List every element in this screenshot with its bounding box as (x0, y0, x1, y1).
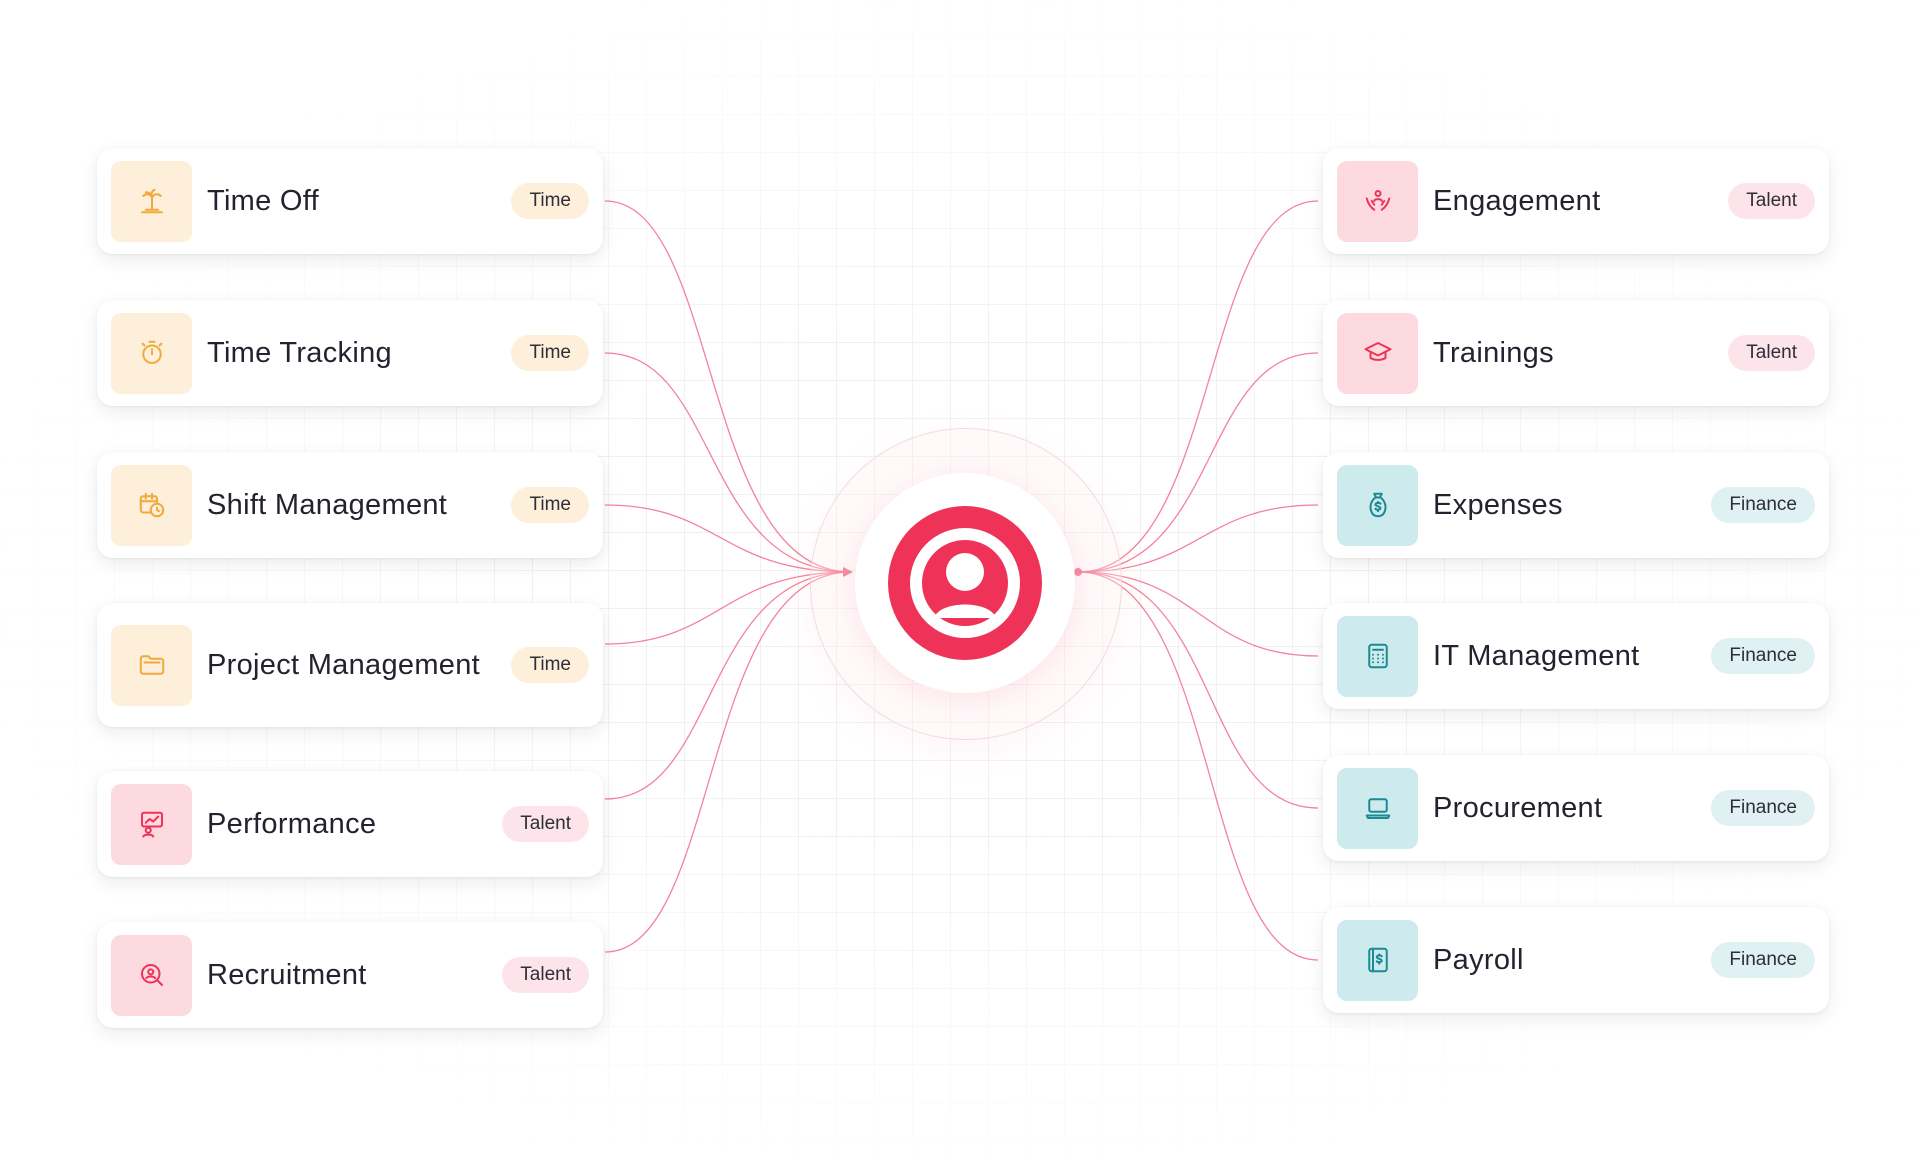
icon-tile (1337, 160, 1418, 242)
graduation-cap-icon (1364, 342, 1391, 361)
icon-tile (1337, 919, 1418, 1001)
icon-tile (111, 312, 192, 394)
module-card-time-tracking[interactable]: Time Tracking Time (97, 300, 603, 406)
category-badge: Talent (502, 806, 589, 842)
calculator-icon (1367, 643, 1388, 669)
module-card-performance[interactable]: Performance Talent (97, 771, 603, 877)
module-card-trainings[interactable]: Trainings Talent (1323, 300, 1829, 406)
connector-trainings (1077, 352, 1319, 573)
module-label: Time Off (207, 185, 319, 217)
module-label: Time Tracking (207, 337, 392, 369)
icon-tile (1337, 464, 1418, 546)
icon-tile (1337, 767, 1418, 849)
module-card-recruitment[interactable]: Recruitment Talent (97, 922, 603, 1028)
category-badge: Talent (502, 957, 589, 993)
people-hands-icon (1365, 190, 1390, 211)
module-card-shift-management[interactable]: Shift Management Time (97, 452, 603, 558)
icon-tile (111, 624, 192, 706)
connector-recruitment (604, 571, 852, 953)
module-label: Performance (207, 808, 377, 840)
module-label: Project Management (207, 649, 480, 681)
icon-tile (1337, 615, 1418, 697)
category-badge: Time (511, 183, 589, 219)
category-badge: Finance (1711, 942, 1815, 978)
category-badge: Time (511, 487, 589, 523)
icon-tile (111, 934, 192, 1016)
folder-icon (139, 655, 164, 675)
connector-time-off (604, 200, 852, 573)
connector-time-tracking (604, 352, 852, 573)
module-label: Expenses (1433, 489, 1563, 521)
module-label: Engagement (1433, 185, 1601, 217)
category-badge: Finance (1711, 487, 1815, 523)
connector-shift-management (604, 504, 852, 573)
connector-project-management (604, 571, 852, 645)
module-card-time-off[interactable]: Time Off Time (97, 148, 603, 254)
category-badge: Finance (1711, 638, 1815, 674)
connector-performance (604, 571, 852, 800)
icon-tile (111, 160, 192, 242)
category-badge: Time (511, 647, 589, 683)
category-badge: Talent (1728, 183, 1815, 219)
module-card-engagement[interactable]: Engagement Talent (1323, 148, 1829, 254)
category-badge: Finance (1711, 790, 1815, 826)
module-card-it-management[interactable]: IT Management Finance (1323, 603, 1829, 709)
stopwatch-icon (141, 340, 162, 364)
connector-engagement (1077, 200, 1319, 573)
icon-tile (1337, 312, 1418, 394)
module-card-project-management[interactable]: Project Management Time (97, 603, 603, 727)
icon-tile (111, 464, 192, 546)
module-card-payroll[interactable]: Payroll Finance (1323, 907, 1829, 1013)
icon-tile (111, 783, 192, 865)
module-label: IT Management (1433, 640, 1640, 672)
money-bag-icon (1369, 492, 1386, 518)
module-label: Trainings (1433, 337, 1554, 369)
connector-payroll (1077, 571, 1319, 961)
module-label: Payroll (1433, 944, 1524, 976)
connector-procurement (1077, 571, 1319, 809)
user-circle-logo-icon (888, 506, 1042, 660)
category-badge: Time (511, 335, 589, 371)
calendar-clock-icon (139, 492, 164, 518)
dollar-document-icon (1367, 947, 1388, 973)
search-user-icon (140, 964, 163, 986)
module-label: Shift Management (207, 489, 448, 521)
laptop-icon (1365, 798, 1390, 819)
module-card-expenses[interactable]: Expenses Finance (1323, 452, 1829, 558)
category-badge: Talent (1728, 335, 1815, 371)
module-label: Recruitment (207, 959, 367, 991)
module-card-procurement[interactable]: Procurement Finance (1323, 755, 1829, 861)
module-label: Procurement (1433, 792, 1603, 824)
palm-tree-icon (140, 188, 163, 214)
presentation-user-icon (140, 811, 163, 838)
